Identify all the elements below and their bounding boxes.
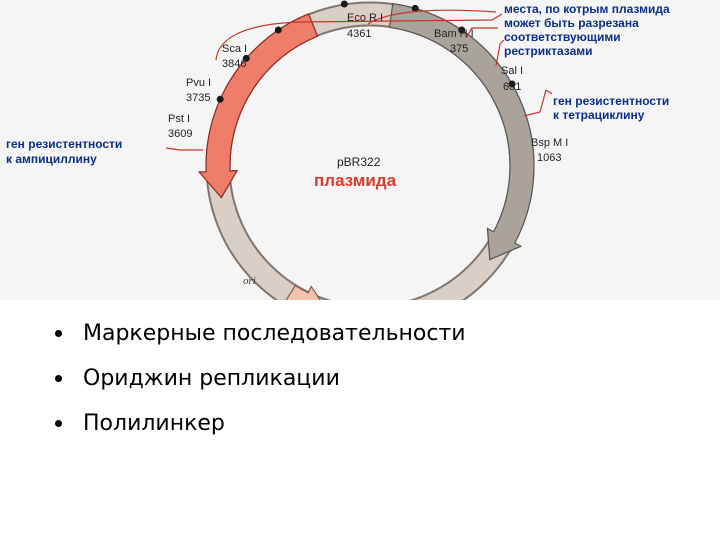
annotation-sites-line-4: рестриктазами: [504, 44, 593, 58]
annotation-tet-line-2: к тетрациклину: [553, 108, 645, 122]
bullet-item: Маркерные последовательности: [52, 314, 692, 359]
pointer-line-amp: [165, 147, 203, 151]
site-marker-0: [340, 0, 348, 8]
site-label-bsp-pos: 1063: [537, 152, 561, 164]
pointer-line-tet: [523, 89, 547, 117]
annotation-sites-line-2: может быть разрезана: [504, 16, 639, 30]
annotation-sites-line-3: соответствующими: [504, 30, 621, 44]
bullet-item: Ориджин репликации: [52, 359, 692, 404]
bullet-item: Полилинкер: [52, 404, 692, 449]
site-marker-3: [508, 80, 516, 88]
restriction-site-markers: [216, 0, 516, 103]
site-label-bam-name: Bam H I: [434, 28, 474, 40]
bullet-text: Ориджин репликации: [83, 366, 340, 391]
site-label-sca-name: Sca I: [222, 43, 247, 55]
site-label-pvu-name: Pvu I: [186, 77, 211, 89]
site-label-pvu-pos: 3735: [186, 92, 210, 104]
annotation-tet-line-1: ген резистентности: [553, 94, 669, 108]
site-label-sal-pos: 651: [503, 81, 521, 93]
bullet-dot: [55, 375, 62, 382]
plasmid-diagram: Eco R I 4361 Bam H I 375 Sal I 651 Bsp M…: [6, 0, 670, 300]
plasmid-code: pBR322: [337, 155, 381, 169]
ori-label: ori: [243, 275, 256, 287]
site-marker-6: [216, 95, 224, 103]
tetracycline-gene-arrow: [388, 2, 535, 261]
site-label-eco-pos: 4361: [347, 28, 371, 40]
bullet-dot: [55, 330, 62, 337]
site-marker-2: [458, 26, 466, 34]
pointer-line-sal: [495, 39, 505, 67]
pointer-line-bam: [465, 27, 498, 39]
site-label-sca-pos: 3846: [222, 58, 246, 70]
site-marker-1: [411, 4, 419, 12]
site-label-pst-pos: 3609: [168, 128, 192, 140]
bullet-text: Полилинкер: [83, 411, 225, 436]
bullet-text: Маркерные последовательности: [83, 321, 466, 346]
annotation-sites-line-1: места, по котрым плазмида: [504, 2, 670, 16]
site-marker-5: [242, 54, 250, 62]
annotation-amp-line-2: к ампициллину: [6, 152, 97, 166]
pointer-line-eco: [367, 9, 497, 25]
ori-arrow: [285, 284, 321, 300]
site-label-eco-name: Eco R I: [347, 12, 383, 24]
site-label-bam-pos: 375: [450, 43, 468, 55]
site-label-pst-name: Pst I: [168, 113, 190, 125]
bullet-dot: [55, 420, 62, 427]
pointer-line-sca: [215, 13, 503, 61]
plasmid-svg: Eco R I 4361 Bam H I 375 Sal I 651 Bsp M…: [6, 0, 670, 300]
bullet-list: Маркерные последовательности Ориджин реп…: [52, 314, 692, 449]
plasmid-title: плазмида: [314, 171, 397, 190]
pointer-line-tet-end: [545, 89, 553, 95]
pointer-lines: [165, 9, 553, 151]
ampicillin-gene-arrow: [197, 13, 319, 199]
annotation-amp-line-1: ген резистентности: [6, 137, 122, 151]
site-marker-4: [274, 26, 282, 34]
site-label-bsp-name: Bsp M I: [531, 137, 568, 149]
site-label-sal-name: Sal I: [501, 65, 523, 77]
